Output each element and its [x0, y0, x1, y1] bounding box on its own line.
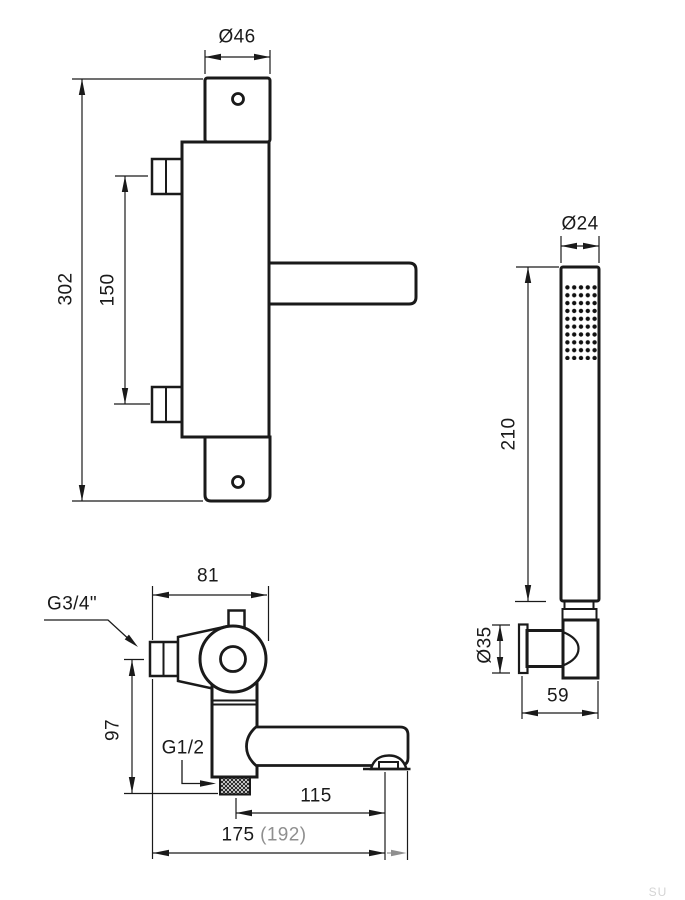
- label-connection-spacing: 150: [97, 273, 119, 307]
- side-view: [148, 609, 411, 796]
- label-inlet-thread: G3/4": [47, 593, 97, 615]
- threaded-outlet: [219, 776, 251, 796]
- mixer-body-front: [180, 140, 271, 439]
- wall-elbow-body: [561, 618, 600, 680]
- leader-outlet-thread: [181, 760, 216, 787]
- label-spout-reach: 175 (192): [222, 826, 307, 845]
- label-shower-length: 210: [498, 417, 520, 451]
- shower-neck-lower: [561, 608, 598, 621]
- watermark-text: SU: [648, 885, 668, 899]
- label-total-height: 302: [55, 272, 77, 306]
- hand-shower-dimensions: [492, 236, 600, 719]
- top-screw-hole: [231, 92, 245, 106]
- front-view: [150, 76, 418, 503]
- dim-depth-81: [151, 586, 270, 641]
- label-reach-to-aerator: 115: [300, 785, 332, 807]
- label-spout-reach-overall: (192): [260, 824, 307, 846]
- bottom-escutcheon: [203, 435, 272, 503]
- dim-height-97: [124, 658, 218, 795]
- label-elbow-depth: 59: [547, 685, 569, 707]
- spray-face-dots: [564, 283, 597, 360]
- dim-total-height: [72, 78, 203, 502]
- aerator-outlet: [378, 761, 399, 770]
- side-view-dimensions: [44, 586, 409, 860]
- label-escutcheon-diameter: Ø46: [218, 26, 256, 48]
- hand-shower-view: [517, 265, 601, 680]
- label-shower-diameter: Ø24: [561, 213, 599, 235]
- spout-front: [269, 261, 418, 306]
- label-height-to-outlet: 97: [102, 719, 124, 741]
- dim-escutcheon-diameter: [204, 50, 271, 74]
- leader-inlet-thread: [44, 619, 138, 647]
- dim-elbow-depth: [521, 676, 599, 719]
- front-view-dimensions: [72, 50, 271, 502]
- label-spout-reach-main: 175: [221, 824, 255, 846]
- label-flange-diameter: Ø35: [474, 626, 496, 664]
- dim-connection-spacing: [114, 175, 150, 405]
- knob-hub: [219, 645, 247, 673]
- shower-neck-upper: [563, 600, 595, 610]
- dim-flange-diameter: [492, 624, 510, 674]
- wall-elbow-cylinder: [525, 629, 565, 668]
- dim-reach-175-192: [151, 679, 409, 860]
- dim-shower-length: [515, 266, 559, 603]
- elbow-curve: [562, 630, 580, 667]
- top-escutcheon: [203, 76, 272, 144]
- label-outlet-thread: G1/2: [161, 737, 205, 759]
- wall-flange: [517, 623, 529, 675]
- bottom-screw-hole: [231, 475, 245, 489]
- label-depth: 81: [197, 565, 219, 587]
- dim-shower-diameter: [560, 236, 600, 263]
- dim-reach-115: [235, 772, 386, 860]
